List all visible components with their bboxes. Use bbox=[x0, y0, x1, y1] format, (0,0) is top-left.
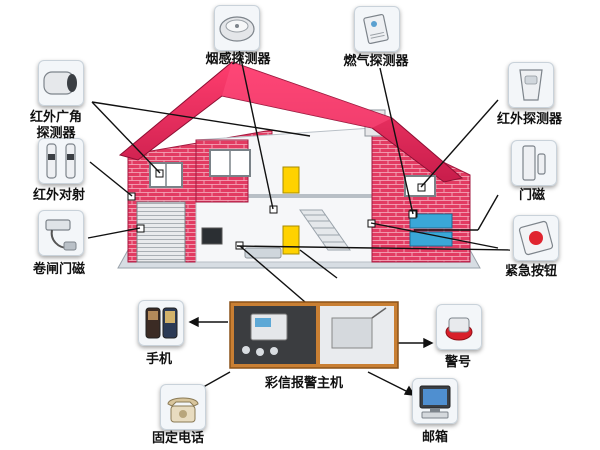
gas-detector-label: 燃气探测器 bbox=[343, 54, 409, 69]
sensor-marker-ir-wide bbox=[155, 169, 164, 178]
shutter-door-magnet-card bbox=[38, 210, 84, 256]
ir-detector-card bbox=[508, 62, 554, 108]
mobile-phone-label: 手机 bbox=[146, 352, 173, 367]
roof-front-face bbox=[222, 62, 392, 128]
line-host-house bbox=[239, 245, 313, 309]
computer-mailbox-icon bbox=[419, 385, 451, 419]
host-remote-3 bbox=[270, 347, 278, 355]
line-ir-detector bbox=[420, 99, 499, 188]
host-remote-1 bbox=[242, 346, 250, 354]
ir-beam-card bbox=[38, 138, 84, 184]
tv-monitor bbox=[201, 227, 223, 245]
alarm-host-panel bbox=[229, 301, 399, 369]
door-magnet-card bbox=[511, 140, 557, 186]
line-door-magnet bbox=[477, 194, 499, 231]
landline-phone-card bbox=[160, 384, 206, 430]
line-ir-beam bbox=[89, 161, 133, 197]
staircase bbox=[299, 209, 351, 251]
connector-lines bbox=[87, 39, 511, 309]
gas-detector-icon bbox=[363, 13, 389, 45]
blue-cabinet-top bbox=[409, 213, 453, 229]
house bbox=[117, 61, 481, 269]
sensor-marker-beam bbox=[127, 192, 136, 201]
line-host-up bbox=[236, 245, 511, 251]
mailbox-label: 邮箱 bbox=[422, 430, 449, 445]
arrow-to-siren-head bbox=[423, 337, 434, 349]
landline-phone-icon bbox=[167, 397, 199, 423]
gas-detector-card bbox=[354, 6, 400, 52]
arrow-to-mobile-head bbox=[188, 316, 199, 328]
sofa bbox=[244, 247, 282, 259]
host-unit-box bbox=[331, 317, 373, 349]
ir-wide-angle-detector-icon bbox=[43, 71, 77, 95]
ir-wide-angle-card bbox=[38, 60, 84, 106]
ir-detector-label: 红外探测器 bbox=[497, 112, 563, 127]
alarm-host-label: 彩信报警主机 bbox=[264, 376, 344, 391]
yellow-door-upper bbox=[282, 166, 300, 194]
mobile-phone-icon bbox=[145, 307, 178, 339]
line-smoke bbox=[236, 39, 274, 210]
emergency-button-icon bbox=[518, 220, 554, 256]
mobile-phone-card bbox=[138, 300, 184, 346]
line-shutter bbox=[87, 227, 141, 239]
shutter-door-magnet-label: 卷闸门磁 bbox=[33, 262, 86, 277]
line-ir-wide-angle-b bbox=[91, 101, 161, 174]
shutter-door-magnet-icon bbox=[45, 219, 77, 251]
smoke-detector-icon bbox=[219, 16, 255, 42]
line-emergency bbox=[370, 222, 499, 249]
arrow-to-mailbox bbox=[367, 371, 409, 393]
stair-steps bbox=[304, 214, 345, 243]
emergency-button-label: 紧急按钮 bbox=[505, 264, 558, 279]
alarm-siren-label: 警号 bbox=[445, 355, 472, 370]
yellow-door-lower bbox=[282, 225, 300, 255]
mailbox-card bbox=[412, 378, 458, 424]
host-keypad-screen bbox=[255, 318, 271, 327]
arrow-to-mailbox-head bbox=[403, 385, 416, 396]
sensor-marker-smoke bbox=[269, 205, 278, 214]
alarm-siren-icon bbox=[445, 317, 473, 341]
alarm-siren-card bbox=[436, 304, 482, 350]
door-magnet-label: 门磁 bbox=[519, 188, 546, 203]
line-host-right bbox=[299, 249, 338, 279]
ir-beam-label: 红外对射 bbox=[33, 188, 86, 203]
smoke-detector-label: 烟感探测器 bbox=[205, 52, 271, 67]
door-magnet-icon bbox=[522, 145, 546, 181]
ir-detector-icon bbox=[519, 69, 543, 101]
ir-wide-angle-detector-label: 红外广角 探测器 bbox=[30, 110, 83, 141]
host-remote-2 bbox=[256, 348, 264, 356]
smoke-detector-card bbox=[214, 5, 260, 51]
roof bbox=[118, 61, 464, 183]
ir-beam-icon bbox=[46, 143, 76, 179]
sensor-marker-ir-right bbox=[417, 183, 426, 192]
emergency-button-card bbox=[513, 215, 559, 261]
host-antenna bbox=[371, 307, 387, 319]
line-gas bbox=[379, 67, 414, 215]
landline-phone-label: 固定电话 bbox=[152, 431, 205, 446]
line-ir-wide-angle bbox=[91, 101, 311, 137]
